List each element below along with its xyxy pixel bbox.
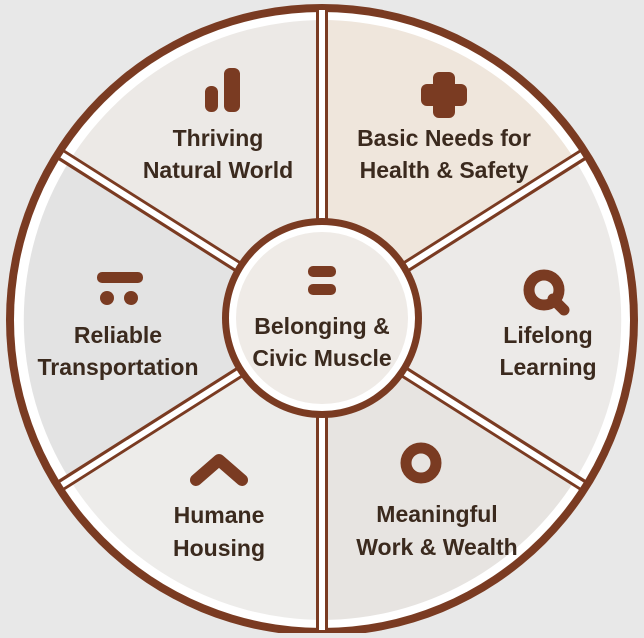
labels: Thriving Natural World Basic Needs for H… [37, 125, 596, 561]
label-reliable-transportation-line2: Transportation [37, 354, 198, 380]
magnifier-icon [523, 269, 570, 316]
roof-icon [190, 454, 248, 486]
label-meaningful-work-line2: Work & Wealth [356, 534, 517, 560]
label-humane-housing-line1: Humane [174, 502, 265, 528]
label-natural-world-line1: Thriving [173, 125, 264, 151]
center-label-line2: Civic Muscle [252, 345, 391, 371]
plus-icon [421, 72, 467, 118]
tram-icon [97, 272, 143, 305]
center-disc [236, 232, 408, 404]
center-label-line1: Belonging & [254, 313, 389, 339]
label-basic-needs-line1: Basic Needs for [357, 125, 531, 151]
segment-lifelong-learning [322, 160, 622, 480]
label-natural-world-line2: Natural World [143, 157, 293, 183]
label-lifelong-learning-line2: Learning [499, 354, 596, 380]
label-lifelong-learning-line1: Lifelong [503, 322, 592, 348]
label-basic-needs-line2: Health & Safety [360, 157, 529, 183]
label-humane-housing-line2: Housing [173, 535, 265, 561]
bar-chart-icon [205, 68, 240, 112]
label-reliable-transportation-line1: Reliable [74, 322, 162, 348]
label-meaningful-work-line1: Meaningful [376, 501, 497, 527]
ring-icon [400, 442, 442, 484]
segment-reliable-transportation [23, 160, 323, 480]
equals-icon [308, 266, 336, 295]
